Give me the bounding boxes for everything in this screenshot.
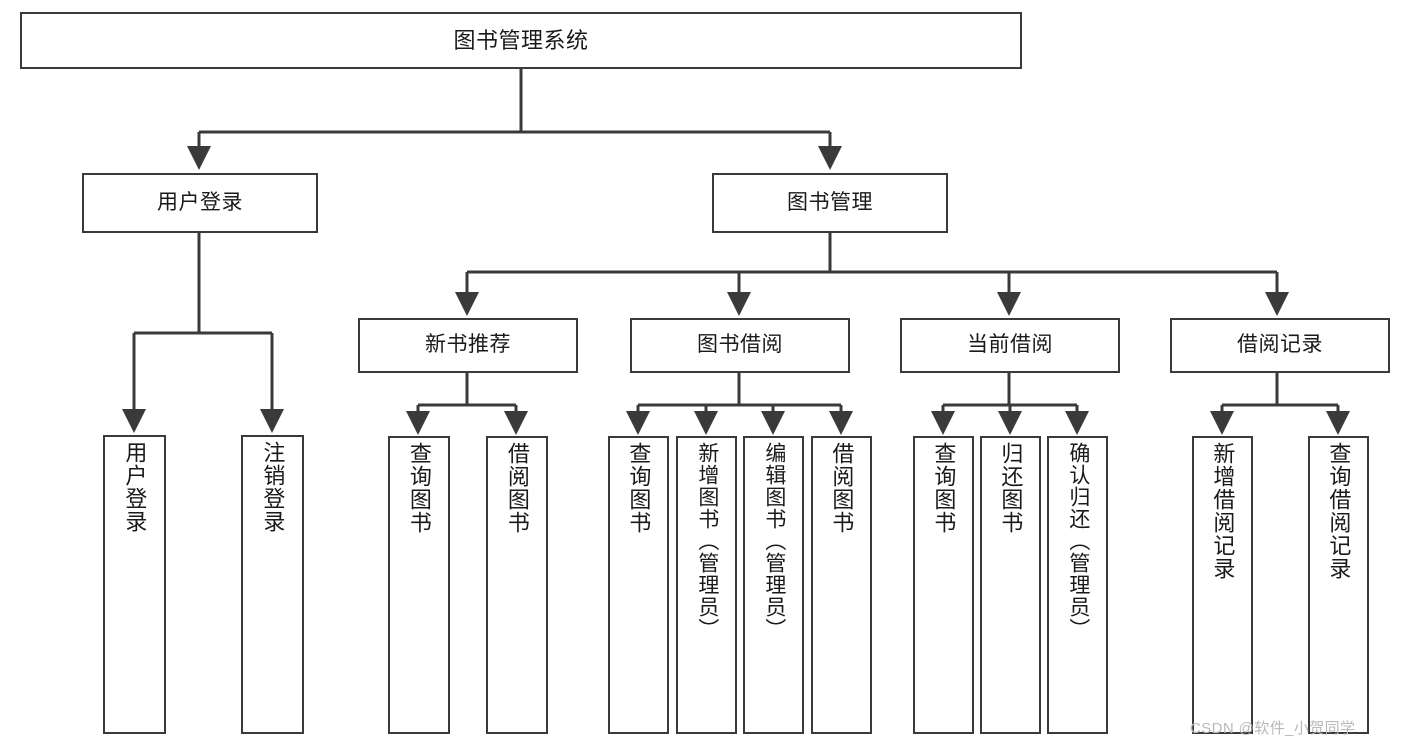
node-root-system[interactable]: 图书管理系统 (20, 12, 1022, 69)
node-current-borrow[interactable]: 当前借阅 (900, 318, 1120, 373)
node-root-system-label: 图书管理系统 (453, 27, 589, 53)
node-leaf-borrow-book-2[interactable]: 借阅图书 (811, 436, 872, 734)
node-new-book-recommend[interactable]: 新书推荐 (358, 318, 578, 373)
node-leaf-query-book-1[interactable]: 查询图书 (388, 436, 450, 734)
node-leaf-user-login[interactable]: 用户登录 (103, 435, 166, 734)
node-leaf-add-record[interactable]: 新增借阅记录 (1192, 436, 1253, 734)
node-user-login-label: 用户登录 (157, 190, 243, 214)
node-leaf-query-record-label: 查询借阅记录 (1326, 442, 1352, 580)
node-leaf-add-record-label: 新增借阅记录 (1210, 442, 1236, 580)
node-leaf-user-login-label: 用户登录 (122, 441, 148, 533)
node-leaf-edit-book[interactable]: 编辑图书（管理员） (743, 436, 804, 734)
node-book-manage-label: 图书管理 (787, 190, 873, 214)
node-leaf-borrow-book-2-label: 借阅图书 (829, 442, 855, 534)
node-leaf-query-book-3[interactable]: 查询图书 (913, 436, 974, 734)
node-new-book-recommend-label: 新书推荐 (425, 333, 511, 357)
node-leaf-query-book-3-label: 查询图书 (931, 442, 957, 534)
node-leaf-edit-book-label: 编辑图书（管理员） (762, 442, 786, 640)
node-leaf-confirm-return[interactable]: 确认归还（管理员） (1047, 436, 1108, 734)
node-leaf-add-book-label: 新增图书（管理员） (695, 442, 719, 640)
node-leaf-query-book-1-label: 查询图书 (406, 442, 432, 534)
node-leaf-logout-login[interactable]: 注销登录 (241, 435, 304, 734)
node-leaf-confirm-return-label: 确认归还（管理员） (1066, 442, 1090, 640)
node-leaf-borrow-book-1[interactable]: 借阅图书 (486, 436, 548, 734)
node-leaf-logout-login-label: 注销登录 (260, 441, 286, 533)
node-user-login[interactable]: 用户登录 (82, 173, 318, 233)
node-leaf-add-book[interactable]: 新增图书（管理员） (676, 436, 737, 734)
watermark-csdn: CSDN @软件_小贺同学 (1190, 720, 1356, 737)
node-leaf-query-book-2-label: 查询图书 (626, 442, 652, 534)
node-current-borrow-label: 当前借阅 (967, 333, 1053, 357)
node-borrow-record[interactable]: 借阅记录 (1170, 318, 1390, 373)
node-book-manage[interactable]: 图书管理 (712, 173, 948, 233)
node-book-borrow[interactable]: 图书借阅 (630, 318, 850, 373)
node-leaf-borrow-book-1-label: 借阅图书 (504, 442, 530, 534)
node-book-borrow-label: 图书借阅 (697, 333, 783, 357)
node-leaf-query-record[interactable]: 查询借阅记录 (1308, 436, 1369, 734)
node-borrow-record-label: 借阅记录 (1237, 333, 1323, 357)
node-leaf-return-book-label: 归还图书 (998, 442, 1024, 534)
node-leaf-query-book-2[interactable]: 查询图书 (608, 436, 669, 734)
node-leaf-return-book[interactable]: 归还图书 (980, 436, 1041, 734)
